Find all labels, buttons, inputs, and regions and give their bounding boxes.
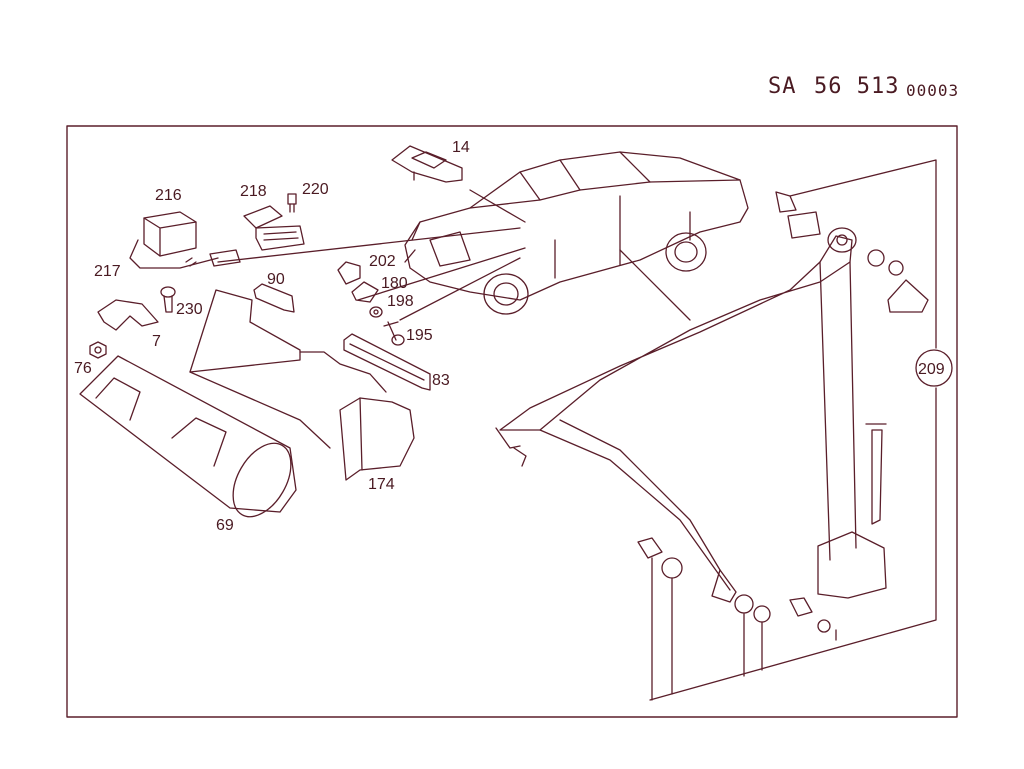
callout-198: 198 [387, 293, 414, 310]
diagram-frame [66, 125, 958, 718]
part-90-clip [253, 283, 295, 313]
part-216-relay [129, 211, 219, 269]
callout-218: 218 [240, 183, 267, 200]
callout-230: 230 [176, 301, 203, 318]
callout-209: 209 [918, 361, 945, 378]
callout-217: 217 [94, 263, 121, 280]
callout-labels: 14 216 218 220 217 90 202 180 198 195 23… [74, 139, 945, 534]
part-218-fuse-box [243, 205, 305, 251]
diagram-code-prefix: SA [768, 74, 797, 99]
callout-76: 76 [74, 360, 92, 377]
callout-220: 220 [302, 181, 329, 198]
callout-83: 83 [432, 372, 450, 389]
callout-7: 7 [152, 333, 161, 350]
callout-209-circle [915, 349, 953, 387]
seat-belt-assembly [495, 191, 929, 633]
callout-14: 14 [452, 139, 470, 156]
callout-195: 195 [406, 327, 433, 344]
part-trim-panel [189, 289, 387, 393]
part-180-clip [351, 281, 379, 303]
callout-216: 216 [155, 187, 182, 204]
part-69-cover [79, 355, 331, 518]
assembly-bracket-209 [649, 159, 953, 701]
callout-180: 180 [381, 275, 408, 292]
callout-90: 90 [267, 271, 285, 288]
part-220-fuse [287, 193, 297, 213]
callout-69: 69 [216, 517, 234, 534]
diagram-code-suffix: 00003 [906, 81, 960, 100]
part-7-bracket [97, 299, 159, 331]
part-198-washer [369, 306, 383, 318]
part-202-nut [337, 261, 361, 285]
car-illustration [404, 151, 749, 315]
diagram-code-number: 56 513 [814, 74, 900, 99]
part-195-screw [383, 321, 405, 346]
callout-174: 174 [368, 476, 395, 493]
callout-202: 202 [369, 253, 396, 270]
part-217-connector [185, 249, 241, 267]
part-14-bracket [391, 145, 463, 183]
part-83-rail [343, 333, 431, 391]
part-76-nut [89, 341, 107, 359]
part-230-screw [160, 286, 176, 313]
part-174-bracket [339, 397, 415, 481]
